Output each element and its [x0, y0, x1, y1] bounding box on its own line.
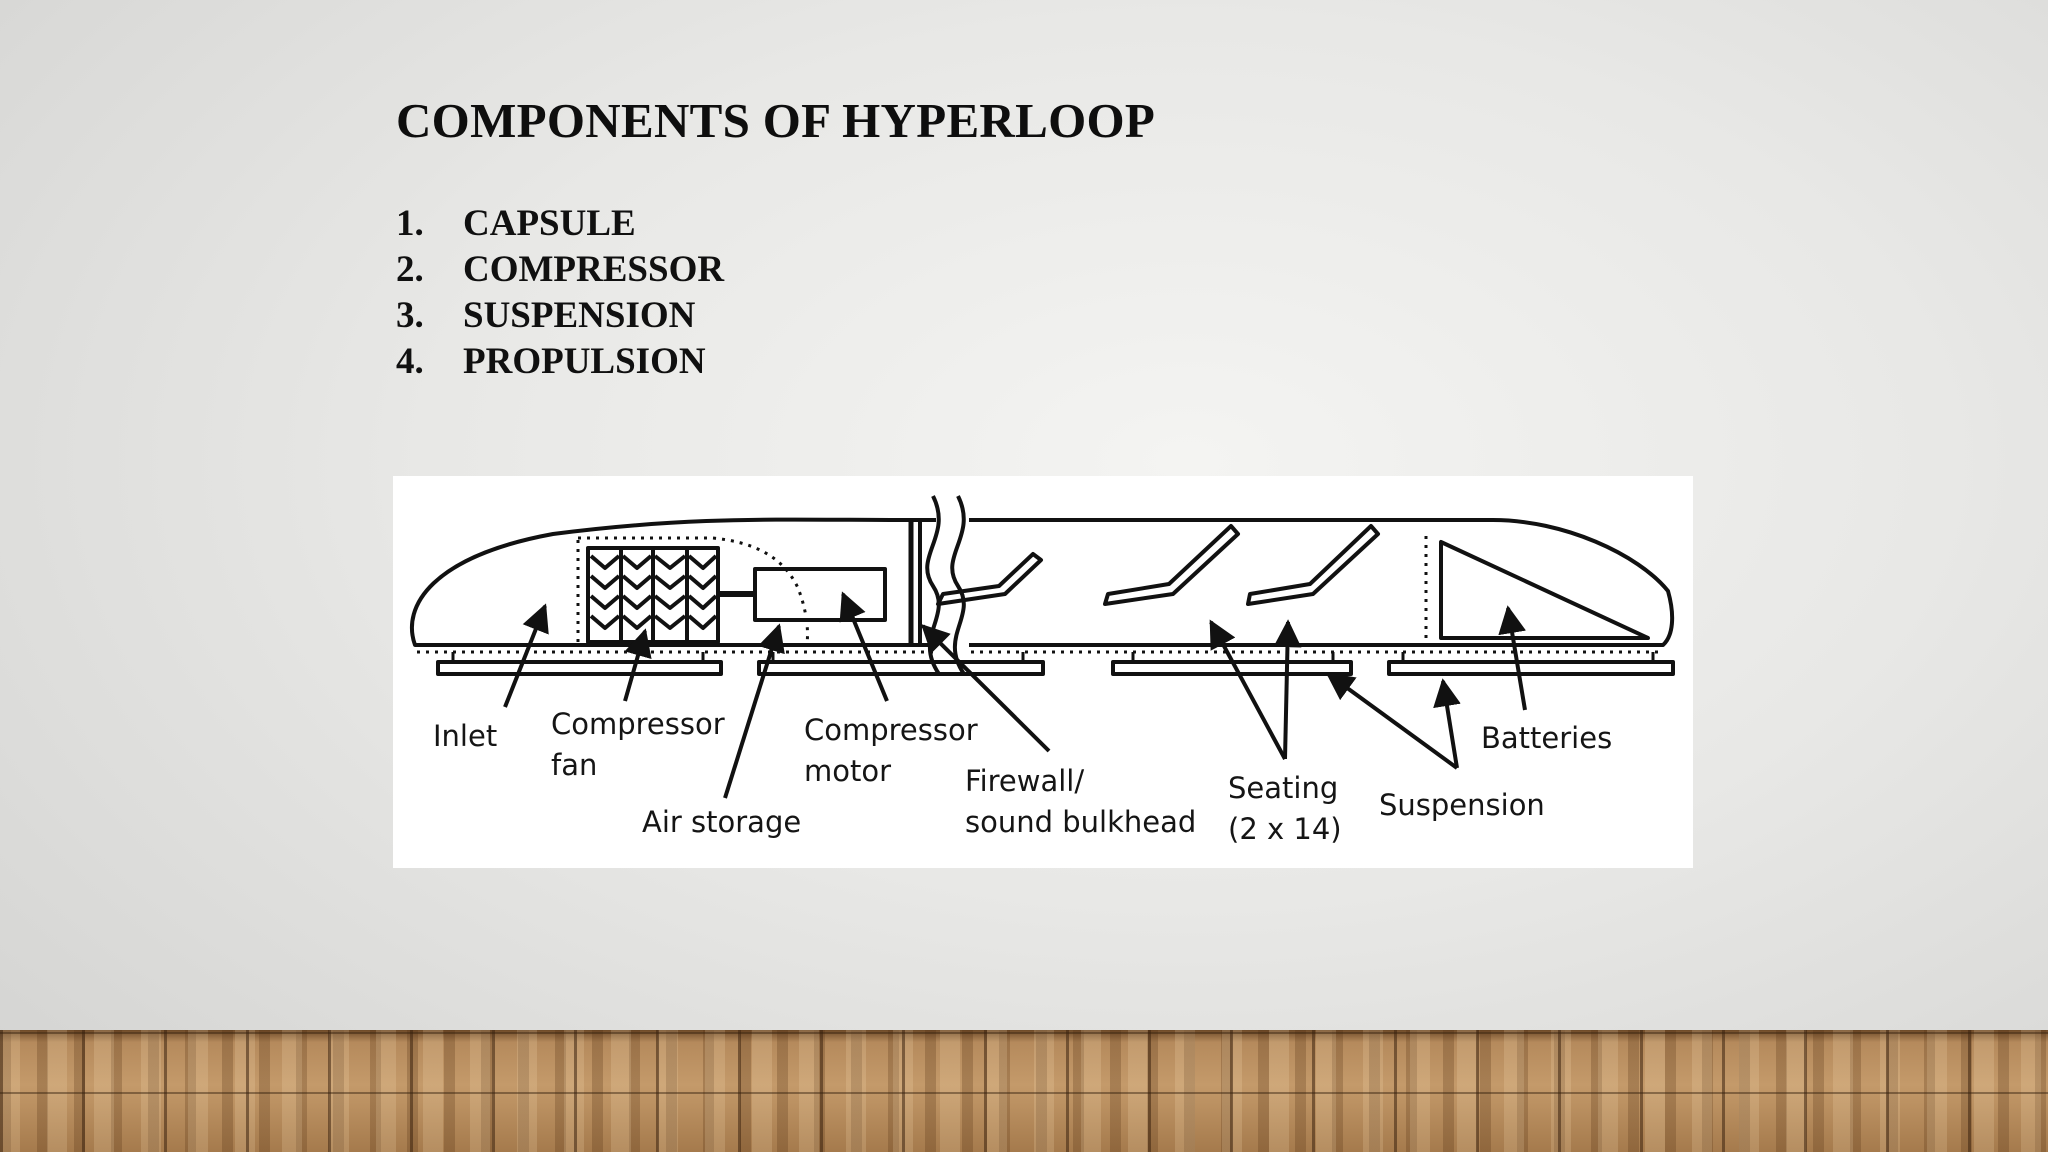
seating-arrow [1273, 619, 1302, 760]
suspension-arrow [1433, 678, 1461, 769]
air-storage-arrow [723, 623, 785, 799]
batteries-arrow [1498, 605, 1527, 711]
seating-arrow [1209, 619, 1287, 760]
label-air-storage: Air storage [642, 805, 802, 839]
seat [936, 552, 1043, 606]
break-mark [950, 495, 966, 676]
capsule-body-front [409, 517, 936, 647]
label-suspension: Suspension [1379, 788, 1545, 822]
firewall-arrow [921, 624, 1051, 753]
slide: COMPONENTS OF HYPERLOOP 1. CAPSULE 2. COMP… [393, 93, 1693, 868]
label-compressor-fan: Compressor fan [551, 707, 725, 782]
list-item: 1. CAPSULE [396, 200, 724, 246]
label-inlet: Inlet [433, 719, 498, 753]
seat [1103, 524, 1240, 606]
list-item: 3. SUSPENSION [396, 292, 724, 338]
list-number: 1. [396, 202, 424, 244]
capsule-drawing [409, 495, 1675, 799]
list-number: 4. [396, 340, 424, 382]
suspension-ski [757, 660, 1045, 676]
dotted-outline [578, 536, 809, 645]
break-mark [925, 495, 941, 676]
list-text: CAPSULE [463, 202, 636, 244]
suspension-arrow [1325, 672, 1459, 770]
compressor-motor [753, 567, 887, 622]
hyperloop-capsule-diagram: Inlet Compressor fan Air storage Compres… [393, 476, 1693, 868]
label-seating: Seating (2 x 14) [1228, 771, 1342, 846]
list-text: PROPULSION [463, 340, 706, 382]
motor-arrow [839, 591, 889, 702]
inlet-arrow [503, 603, 549, 708]
fan-arrow [623, 628, 652, 702]
list-number: 2. [396, 248, 424, 290]
list-item: 2. COMPRESSOR [396, 246, 724, 292]
wood-floor [0, 1030, 2048, 1152]
list-number: 3. [396, 294, 424, 336]
list-item: 4. PROPULSION [396, 338, 724, 384]
slide-title: COMPONENTS OF HYPERLOOP [396, 93, 1156, 148]
seat [1246, 524, 1380, 606]
label-firewall: Firewall/ sound bulkhead [965, 764, 1197, 839]
suspension-ski [1387, 660, 1675, 676]
list-text: SUSPENSION [463, 294, 696, 336]
suspension-ski [436, 660, 723, 676]
label-compressor-motor: Compressor motor [804, 713, 978, 788]
list-text: COMPRESSOR [463, 248, 725, 290]
capsule-body-rear [969, 518, 1675, 647]
label-batteries: Batteries [1481, 721, 1613, 755]
components-list: 1. CAPSULE 2. COMPRESSOR 3. SUSPENSION 4. PR… [396, 200, 724, 384]
batteries [1439, 540, 1650, 640]
